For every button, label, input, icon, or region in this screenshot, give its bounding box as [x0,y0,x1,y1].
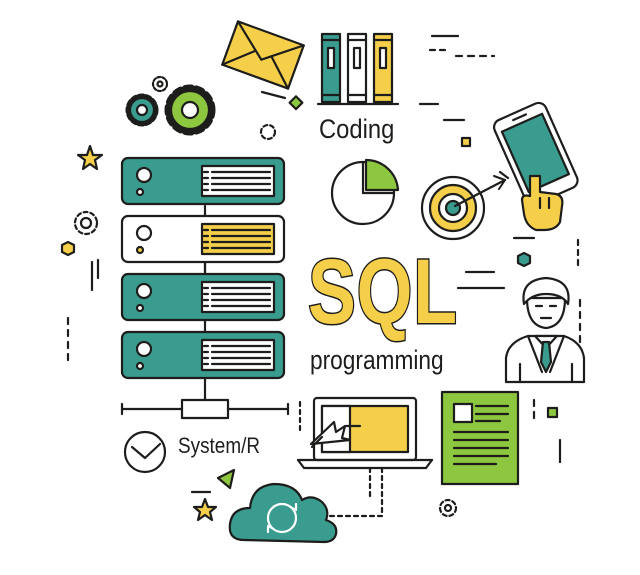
coding-label: Coding [319,114,395,144]
server-unit [120,156,286,206]
programming-label: programming [310,345,444,375]
businessman-icon [504,276,586,384]
target-icon [420,170,510,241]
books-icon [316,32,400,106]
decor-line [260,90,287,100]
triangle-decor [216,468,236,490]
server-unit [120,214,286,264]
laptop-icon [296,396,434,518]
star-icon [76,144,104,171]
smartphone-hand-icon [492,101,579,232]
gears-icon [125,75,216,136]
hexagon-icon [60,240,76,257]
dotted-circle-decor [259,123,277,141]
diamond-decor [288,95,304,111]
system-r-label: System/R [178,433,261,458]
server-unit [120,330,286,380]
document-icon [440,390,520,486]
star-icon [192,497,218,522]
clock-icon [123,430,167,474]
pie-chart-icon [330,158,400,226]
server-unit [120,272,286,322]
sql-title: SQL [307,241,458,343]
dotted-circle-decor [73,210,99,236]
dot-decor [79,216,93,230]
decor-lines-top-right [418,34,496,122]
dot-decor [443,503,453,513]
envelope-icon [221,20,305,90]
cloud-sync-icon [228,482,338,544]
small-gear-icon [438,498,458,518]
server-rack-icon [120,156,290,420]
